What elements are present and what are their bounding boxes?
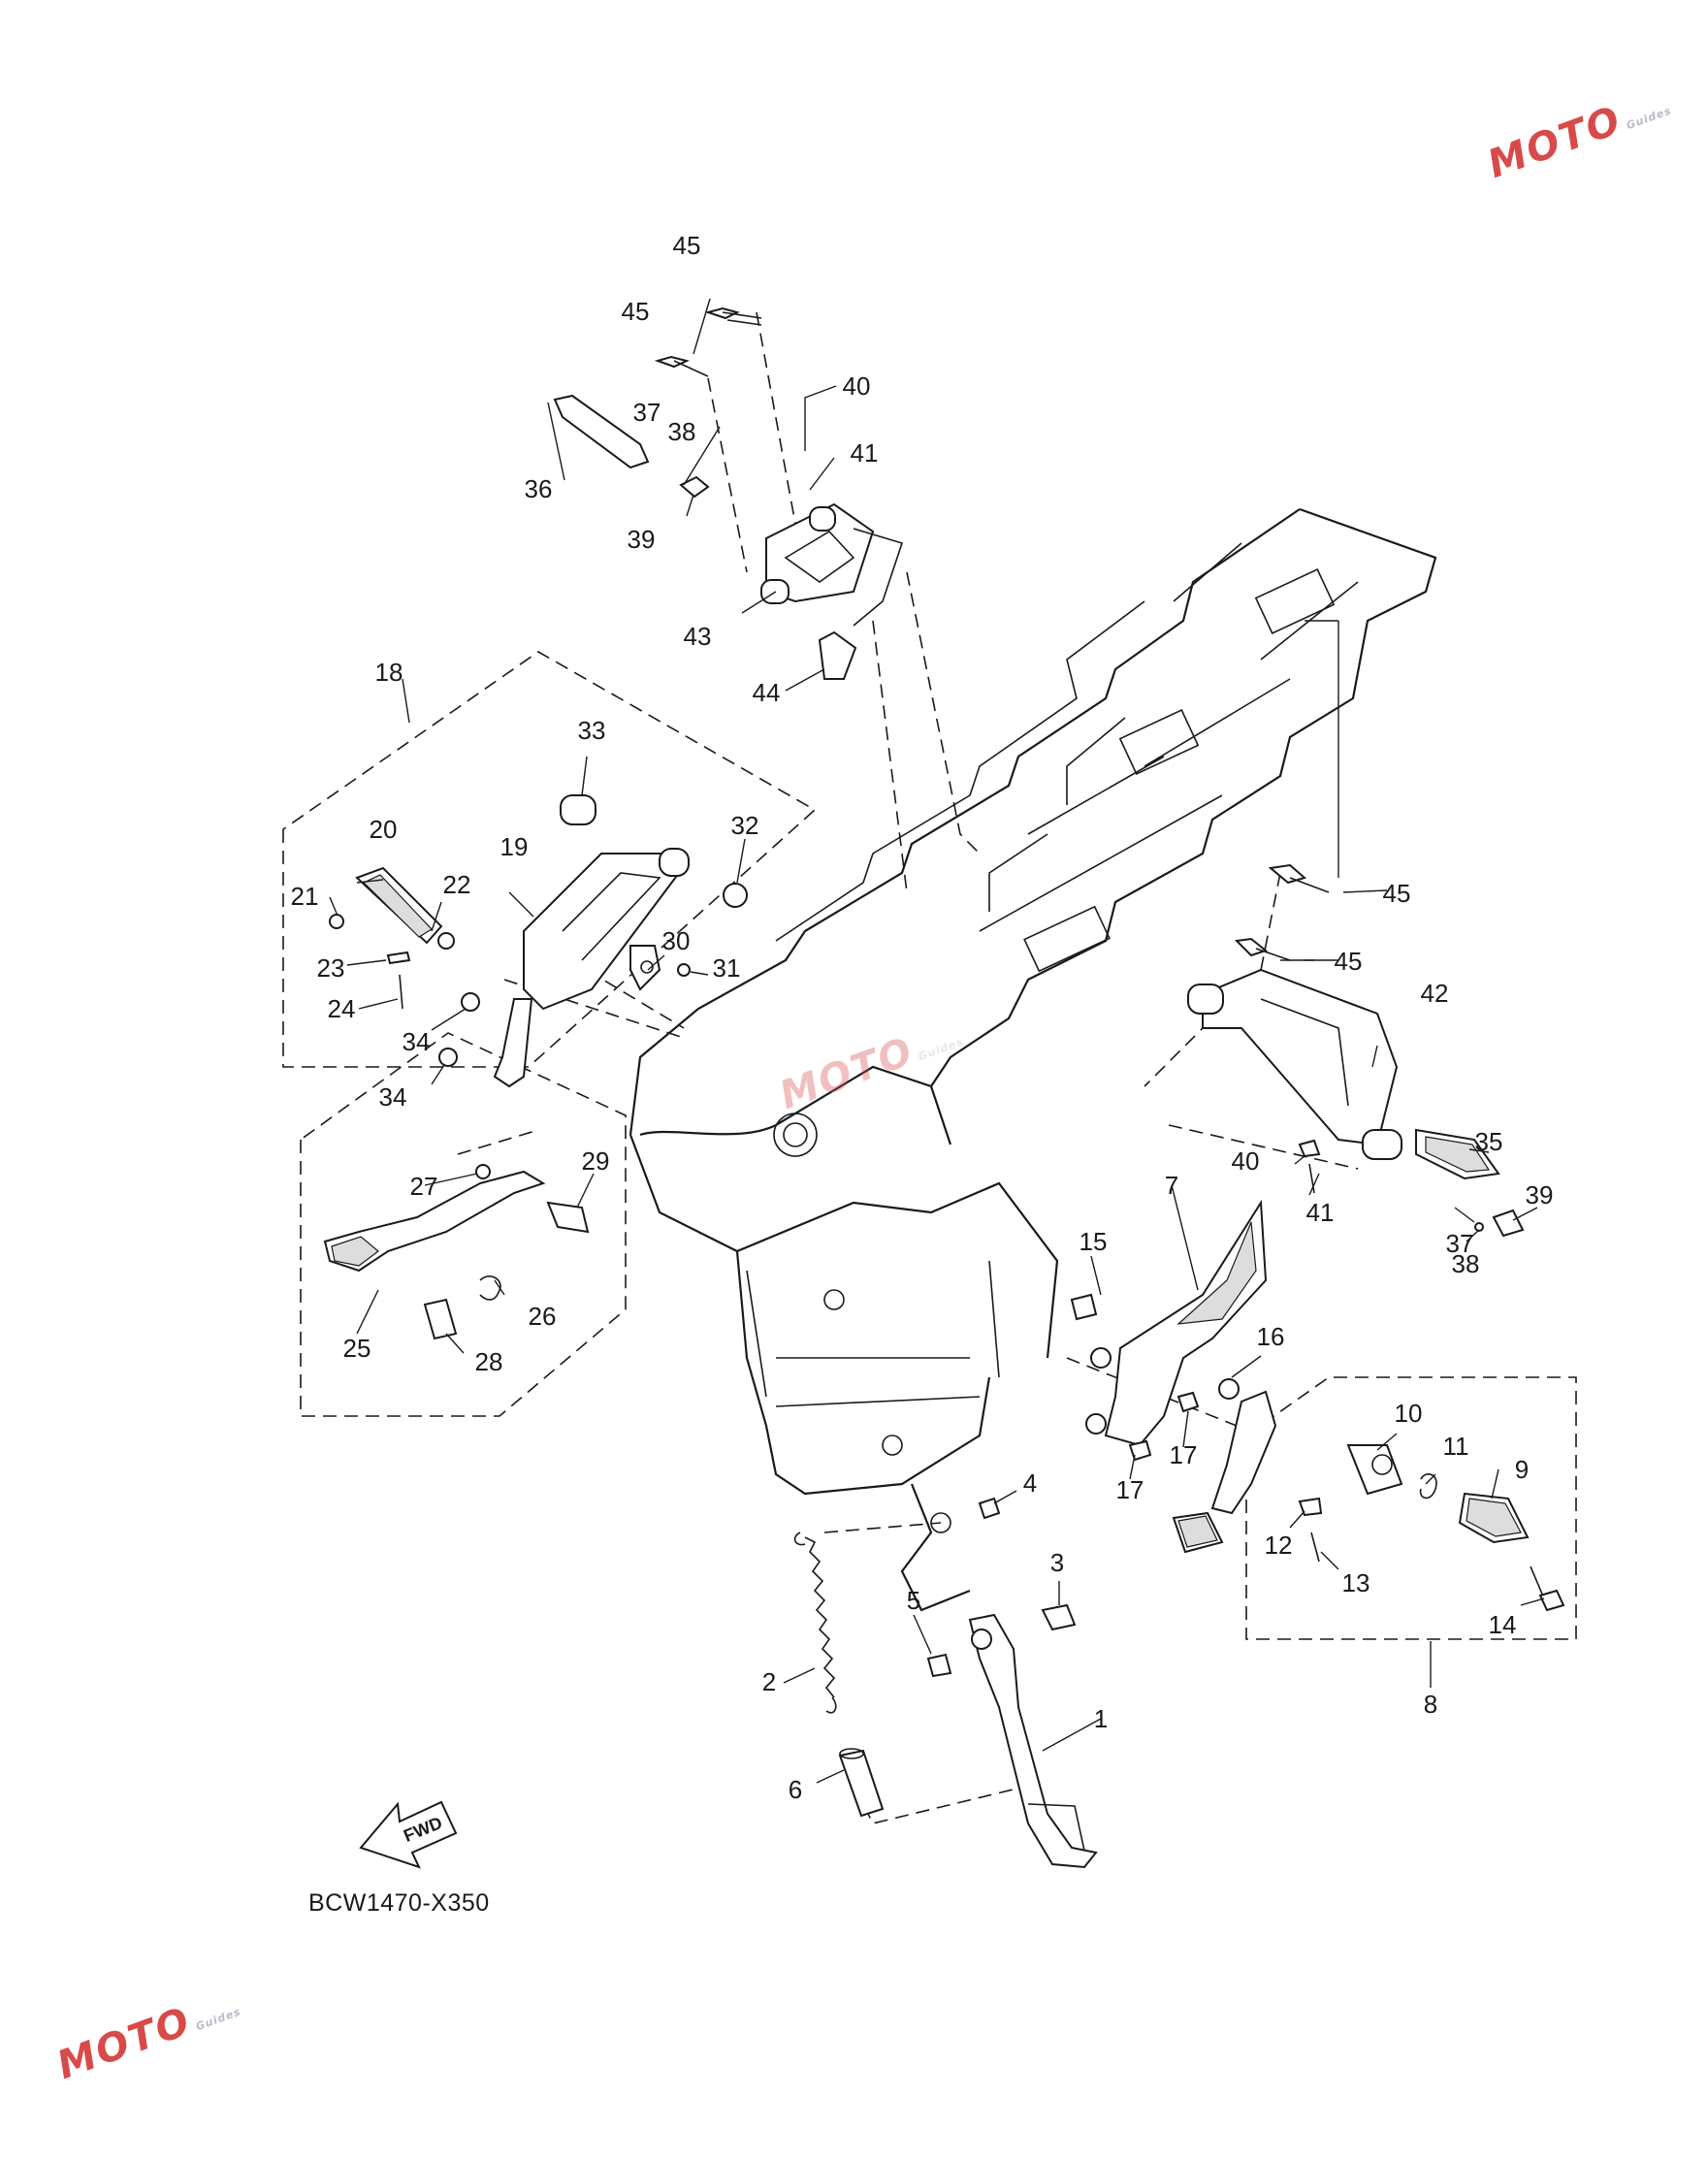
leader-lines: [329, 298, 1545, 1784]
assembly-box-25: [300, 1032, 627, 1417]
callout-12: 12: [1264, 1531, 1293, 1560]
callout-32: 32: [730, 811, 759, 840]
callout-38b: 38: [1451, 1249, 1480, 1278]
fwd-arrow: [359, 1800, 458, 1869]
callout-38a: 38: [667, 417, 696, 446]
callout-24: 24: [327, 994, 356, 1023]
rear-footrest-assembly: [553, 306, 904, 680]
callout-23: 23: [316, 953, 345, 983]
callout-1: 1: [1093, 1704, 1109, 1733]
callout-18: 18: [374, 658, 403, 687]
callout-34a: 34: [402, 1027, 431, 1056]
callout-13: 13: [1341, 1568, 1370, 1597]
callout-39b: 39: [1525, 1180, 1554, 1210]
callout-2: 2: [761, 1667, 777, 1696]
callout-45c: 45: [1382, 879, 1411, 908]
callout-45d: 45: [1334, 947, 1363, 976]
callout-44: 44: [752, 678, 781, 707]
callout-37a: 37: [632, 398, 661, 427]
callout-15: 15: [1079, 1227, 1108, 1256]
callout-8: 8: [1423, 1690, 1438, 1719]
diagram-code: BCW1470-X350: [308, 1889, 490, 1917]
callout-22: 22: [442, 870, 471, 899]
callout-10: 10: [1394, 1399, 1423, 1428]
callout-42: 42: [1420, 979, 1449, 1008]
callout-5: 5: [906, 1586, 921, 1615]
callout-9: 9: [1514, 1455, 1530, 1484]
callout-36: 36: [524, 474, 553, 503]
callout-20: 20: [369, 815, 398, 844]
callout-41b: 41: [1305, 1198, 1335, 1227]
callout-21: 21: [290, 882, 319, 911]
callout-34b: 34: [378, 1082, 407, 1112]
callout-4: 4: [1022, 1468, 1038, 1498]
callout-19: 19: [500, 832, 529, 861]
callout-17b: 17: [1115, 1475, 1144, 1504]
assembly-box-18: [282, 651, 817, 1068]
callout-35: 35: [1474, 1127, 1503, 1156]
callout-7: 7: [1164, 1171, 1179, 1200]
callout-11: 11: [1442, 1432, 1469, 1461]
callout-14: 14: [1488, 1610, 1517, 1639]
callout-27: 27: [409, 1172, 438, 1201]
callout-43: 43: [683, 622, 712, 651]
rider-footrest-assembly: [323, 794, 748, 1340]
callout-6: 6: [788, 1775, 803, 1804]
callout-37b: 37: [1445, 1229, 1474, 1258]
callout-28: 28: [474, 1347, 503, 1376]
callout-29: 29: [581, 1146, 610, 1176]
passenger-peg-assembly: [1172, 1390, 1565, 1612]
callout-25: 25: [342, 1334, 371, 1363]
callout-45a: 45: [672, 231, 701, 260]
callout-40a: 40: [842, 371, 871, 401]
callout-45b: 45: [621, 297, 650, 326]
callout-17a: 17: [1169, 1440, 1198, 1469]
callout-39a: 39: [627, 525, 656, 554]
callout-33: 33: [577, 716, 606, 745]
callout-31: 31: [712, 953, 741, 983]
right-footrest-assembly: [1070, 863, 1525, 1462]
callout-26: 26: [528, 1302, 557, 1331]
callout-30: 30: [661, 926, 691, 955]
sidestand-assembly: [793, 1497, 1098, 1869]
main-frame: [628, 507, 1437, 1612]
callout-16: 16: [1256, 1322, 1285, 1351]
callout-41a: 41: [850, 438, 879, 468]
callout-40b: 40: [1231, 1146, 1260, 1176]
callout-3: 3: [1049, 1548, 1065, 1577]
assembly-box-8: [1245, 1376, 1577, 1640]
